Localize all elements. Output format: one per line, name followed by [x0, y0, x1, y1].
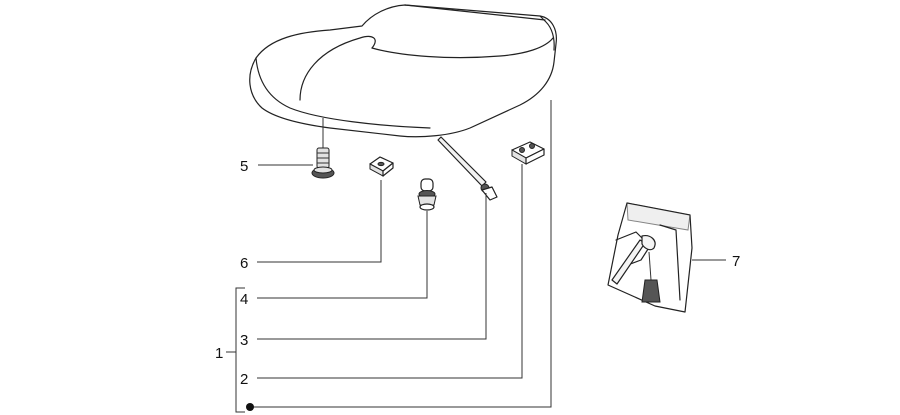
callout-3: 3 [240, 332, 248, 349]
leader-seat [252, 100, 552, 408]
callout-6: 6 [240, 255, 248, 272]
assembly-bracket [235, 287, 245, 413]
leader-3 [257, 193, 487, 340]
clip-nut-part-6 [369, 156, 394, 177]
callout-5: 5 [240, 158, 248, 175]
tool-kit-part-7 [607, 202, 693, 313]
buffer-pin-part-4 [417, 178, 437, 211]
leader-2 [257, 164, 523, 379]
leader-6 [257, 180, 382, 263]
callout-7: 7 [732, 253, 740, 270]
hinge-plate-part-2 [511, 141, 545, 165]
callout-1: 1 [215, 345, 223, 362]
cable-part-3 [437, 136, 498, 201]
assembly-dot [246, 403, 254, 411]
seat-cushion [249, 4, 557, 138]
leader-4 [257, 211, 428, 299]
leader-lines [226, 100, 726, 413]
screw-part-5 [311, 118, 335, 179]
callout-2: 2 [240, 371, 248, 388]
callout-4: 4 [240, 291, 248, 308]
callout-labels: 5 6 4 3 2 1 7 [215, 158, 740, 388]
